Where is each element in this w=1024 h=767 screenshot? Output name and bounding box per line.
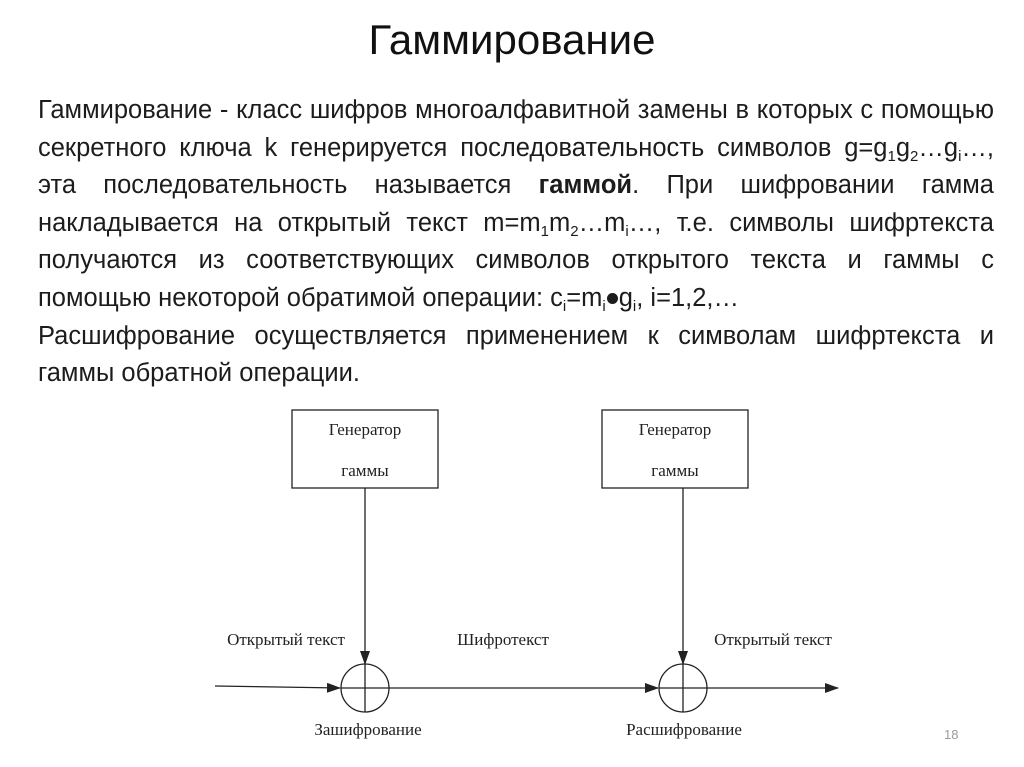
generator-box-right bbox=[601, 409, 749, 489]
label-decrypt: Расшифрование bbox=[626, 720, 742, 739]
paragraph-decryption: Расшифрование осуществляется применением… bbox=[38, 321, 994, 388]
arrow-plaintext-in bbox=[214, 682, 341, 693]
generator-left-line1: Генератор bbox=[329, 420, 402, 439]
body-text: Гаммирование - класс шифров многоалфавит… bbox=[38, 92, 994, 393]
page-number: 18 bbox=[944, 727, 959, 742]
slide-title: Гаммирование bbox=[368, 16, 656, 63]
generator-right-line1: Генератор bbox=[639, 420, 712, 439]
label-ciphertext: Шифротекст bbox=[457, 630, 549, 649]
label-plaintext-out: Открытый текст bbox=[714, 630, 832, 649]
label-plaintext-in: Открытый текст bbox=[227, 630, 345, 649]
xor-encrypt-icon bbox=[340, 663, 390, 713]
generator-left-line2: гаммы bbox=[341, 461, 389, 480]
xor-decrypt-icon bbox=[658, 663, 708, 713]
paragraph-definition: Гаммирование - класс шифров многоалфавит… bbox=[38, 96, 994, 315]
bold-term-gamma: гаммой bbox=[538, 171, 633, 200]
operation-dot-icon bbox=[606, 292, 618, 304]
label-encrypt: Зашифрование bbox=[314, 720, 421, 739]
generator-right-line2: гаммы bbox=[651, 461, 699, 480]
